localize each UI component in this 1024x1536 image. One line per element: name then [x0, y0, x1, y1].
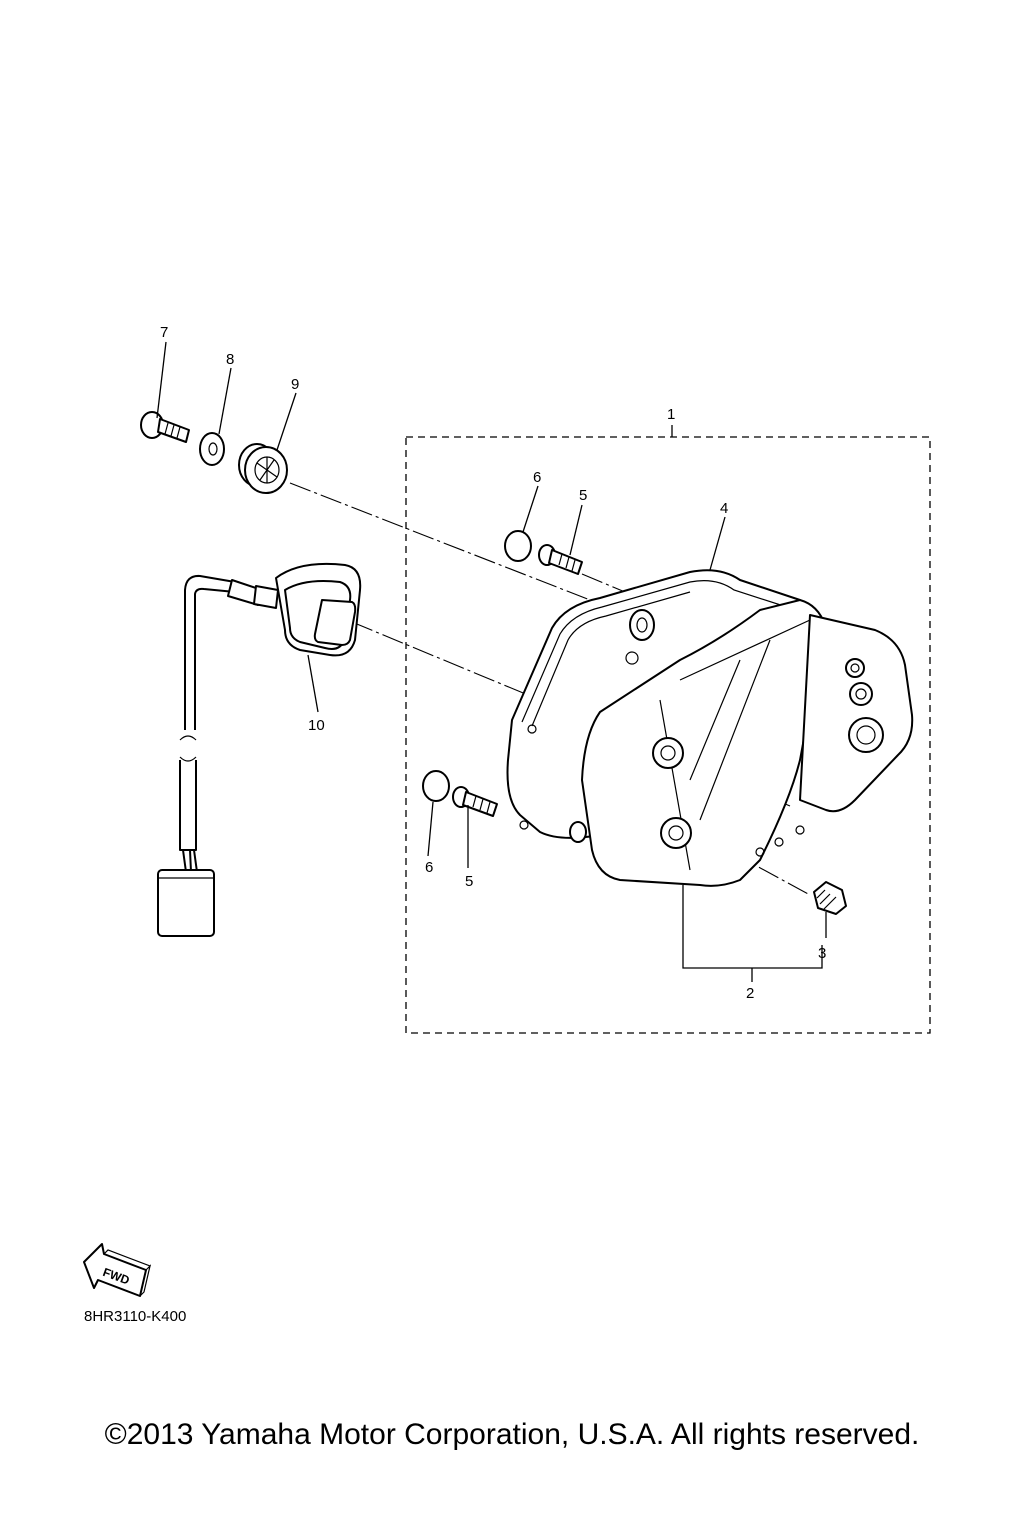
- plug-6-upper: [504, 530, 532, 562]
- leader-8: [218, 367, 232, 435]
- fwd-arrow-icon: FWD: [83, 1243, 152, 1297]
- callout-6-lower: 6: [425, 859, 433, 876]
- leader-10: [307, 654, 319, 713]
- bolt-7: [140, 411, 190, 443]
- assembly-line-5a: [581, 573, 626, 593]
- part-code: 8HR3110-K400: [84, 1308, 187, 1325]
- assembly-line-9: [289, 482, 591, 601]
- callout-5-upper: 5: [579, 487, 587, 504]
- callout-5-lower: 5: [465, 873, 473, 890]
- callout-10: 10: [308, 717, 325, 734]
- grommet-9: [238, 443, 288, 494]
- callout-4: 4: [720, 500, 728, 517]
- screw-5-lower: [452, 786, 498, 817]
- socket-10: [157, 562, 362, 937]
- callout-8: 8: [226, 351, 234, 368]
- leader-6-upper: [522, 485, 539, 533]
- copyright-notice: ©2013 Yamaha Motor Corporation, U.S.A. A…: [104, 1418, 920, 1451]
- bulb-3: [813, 881, 847, 915]
- callout-7: 7: [160, 324, 168, 341]
- leader-4: [709, 516, 726, 571]
- leader-5-upper: [569, 504, 583, 556]
- assembly-box: [405, 436, 931, 1034]
- callout-2: 2: [746, 985, 754, 1002]
- leader-6-lower: [427, 801, 434, 857]
- leader-7: [156, 341, 167, 419]
- callout-9: 9: [291, 376, 299, 393]
- callout-1: 1: [667, 406, 675, 423]
- leader-9: [276, 392, 297, 451]
- screw-5-upper: [538, 544, 583, 575]
- leader-2: [682, 885, 823, 969]
- plug-6-lower: [422, 770, 450, 802]
- washer-8: [199, 432, 225, 466]
- meter-assembly-2: [569, 599, 914, 887]
- callout-3: 3: [818, 945, 826, 962]
- assembly-line-10: [351, 621, 529, 696]
- callout-6-upper: 6: [533, 469, 541, 486]
